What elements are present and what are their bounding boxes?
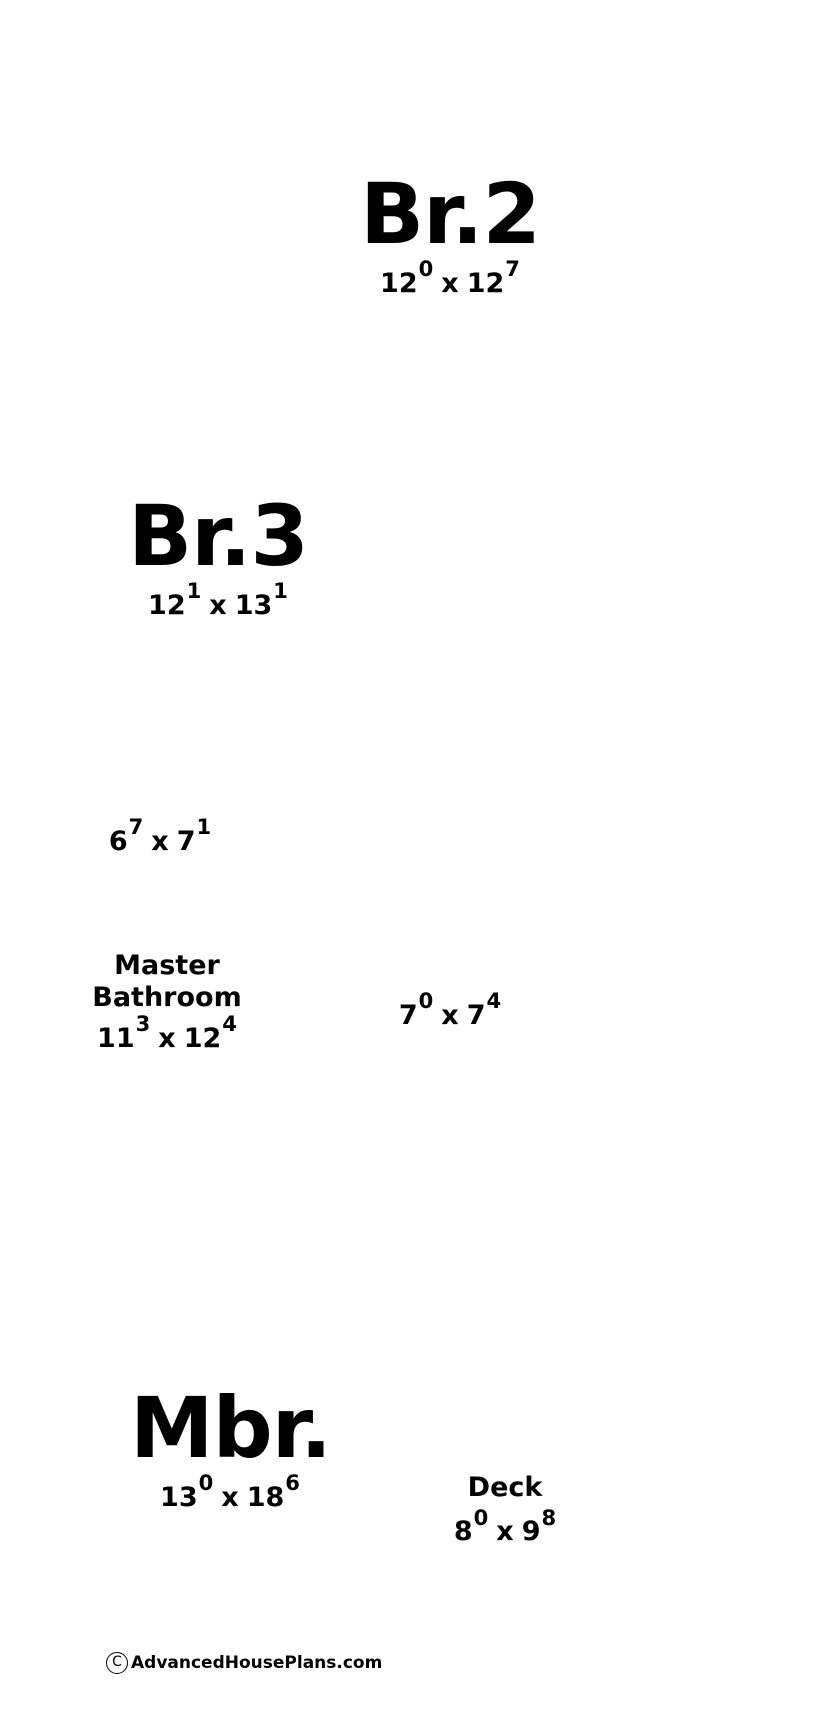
room-deck-name: Deck xyxy=(467,1472,543,1503)
room-master-bathroom-name-line1: Master xyxy=(114,950,220,981)
room-master-bathroom-name-line2: Bathroom xyxy=(92,982,242,1014)
copyright-icon: C xyxy=(106,1652,128,1674)
room-mbr-name: Mbr. xyxy=(130,1379,332,1477)
copyright-text: AdvancedHousePlans.com xyxy=(131,1653,383,1673)
room-br2-name: Br.2 xyxy=(360,165,541,263)
copyright-notice: C AdvancedHousePlans.com xyxy=(106,1652,382,1674)
room-br3-name: Br.3 xyxy=(128,487,309,585)
